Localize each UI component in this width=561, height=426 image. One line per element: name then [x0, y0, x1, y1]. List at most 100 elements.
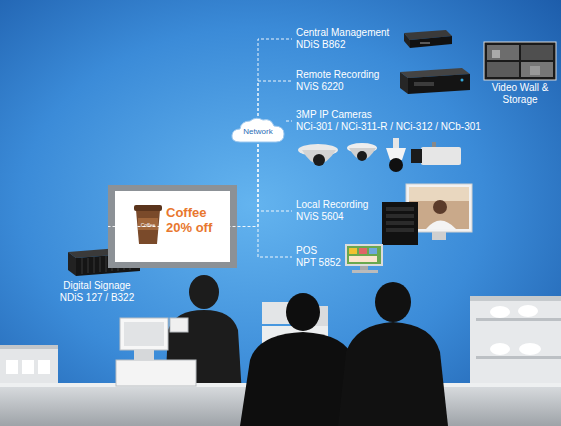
node-heading: Network: [243, 124, 272, 136]
pos-terminal: [347, 246, 381, 264]
management-server: [410, 36, 452, 48]
network-link: [258, 39, 292, 116]
video-wall: [487, 45, 519, 60]
store-scene: [518, 305, 538, 317]
rack-recorder: [400, 72, 408, 94]
signage-screen: [136, 210, 160, 244]
pos-terminal: [345, 244, 383, 273]
model-number: NViS 5604: [296, 211, 369, 223]
ip-cameras: [313, 154, 325, 166]
ip-cameras: [349, 148, 376, 160]
signage-screen: [115, 191, 230, 262]
local-recorder: [433, 200, 447, 214]
device-label: 3MP IP CamerasNCi-301 / NCi-311-R / NCi-…: [292, 109, 485, 133]
ip-cameras: [389, 158, 403, 172]
cup-label: Coffee: [137, 222, 159, 228]
local-recorder: [409, 187, 469, 201]
device-label: POSNPT 5852: [292, 245, 345, 269]
node-heading: 3MP IP Cameras: [296, 109, 481, 121]
local-recorder: [386, 214, 414, 218]
video-wall: [521, 45, 553, 60]
device-label: Digital Signage: [46, 280, 148, 292]
ip-cameras: [357, 151, 367, 161]
store-scene: [189, 275, 219, 309]
store-scene: [116, 360, 196, 386]
store-scene: [490, 343, 510, 355]
pos-terminal: [349, 248, 357, 254]
ip-cameras: [298, 138, 461, 172]
management-server: [420, 42, 430, 44]
device-label: Remote RecordingNViS 6220: [292, 69, 384, 93]
ip-cameras: [421, 147, 461, 165]
signage-player: [68, 252, 76, 276]
store-scene: [375, 282, 411, 322]
store-scene: [0, 345, 58, 349]
store-scene: [476, 356, 561, 359]
video-wall: [521, 62, 553, 77]
signage-screen: Coffee 20% off: [108, 185, 237, 268]
video-wall: [487, 62, 519, 77]
rack-recorder: [408, 74, 470, 94]
model-number: NPT 5852: [296, 257, 341, 269]
cloud-outline: [232, 118, 284, 142]
node-heading: Central Management: [296, 27, 390, 39]
local-recorder: [382, 184, 472, 245]
rack-recorder: [400, 68, 470, 94]
local-recorder: [386, 228, 414, 232]
ip-cameras: [411, 149, 422, 163]
local-recorder: [386, 221, 414, 225]
video-wall: [484, 42, 556, 80]
model-number: NCi-301 / NCi-311-R / NCi-312 / NCb-301: [296, 121, 481, 133]
model-number: NDiS B862: [296, 39, 390, 51]
local-recorder: [386, 207, 414, 211]
signage-screen: [108, 185, 237, 268]
store-scene: [120, 318, 168, 350]
store-scene: [490, 306, 510, 318]
store-scene: [519, 343, 541, 355]
store-scene: [170, 318, 188, 332]
network-cloud: Network: [230, 116, 286, 144]
store-scene: [262, 302, 290, 324]
ip-cameras: [393, 138, 399, 148]
device-label: Local RecordingNViS 5604: [292, 199, 373, 223]
store-scene: [6, 360, 18, 374]
local-recorder: [426, 221, 456, 230]
node-heading: POS: [296, 245, 341, 257]
rack-recorder: [461, 79, 464, 82]
device-label: Central ManagementNDiS B862: [292, 27, 394, 51]
local-recorder: [382, 202, 418, 245]
store-scene: [38, 360, 50, 374]
model-label: NDiS 127 / B322: [46, 292, 148, 304]
node-heading: Remote Recording: [296, 69, 380, 81]
network-link: [258, 81, 292, 116]
video-wall: [492, 50, 500, 58]
node-heading: Local Recording: [296, 199, 369, 211]
local-recorder: [432, 232, 446, 240]
management-server: [404, 30, 452, 48]
model-number: NViS 6220: [296, 81, 380, 93]
store-scene: [338, 322, 448, 426]
store-scene: [124, 322, 164, 346]
management-server: [404, 33, 410, 48]
pos-terminal: [360, 266, 368, 270]
signage-screen: [108, 185, 237, 268]
node-heading: Coffee 20% off: [166, 205, 228, 235]
video-wall: [530, 66, 540, 75]
pos-terminal: [359, 248, 367, 254]
network-link: [258, 144, 292, 257]
store-scene: [134, 350, 154, 360]
device-label: Video Wall & Storage: [482, 82, 558, 106]
pos-terminal: [345, 244, 383, 266]
rack-recorder: [414, 82, 434, 86]
pos-terminal: [352, 270, 378, 273]
store-scene: [22, 360, 34, 374]
store-scene: [286, 293, 320, 331]
store-scene: [0, 275, 561, 426]
store-scene: [470, 296, 561, 301]
pos-terminal: [349, 256, 377, 262]
network-link: [258, 144, 292, 211]
store-scene: [476, 318, 561, 321]
